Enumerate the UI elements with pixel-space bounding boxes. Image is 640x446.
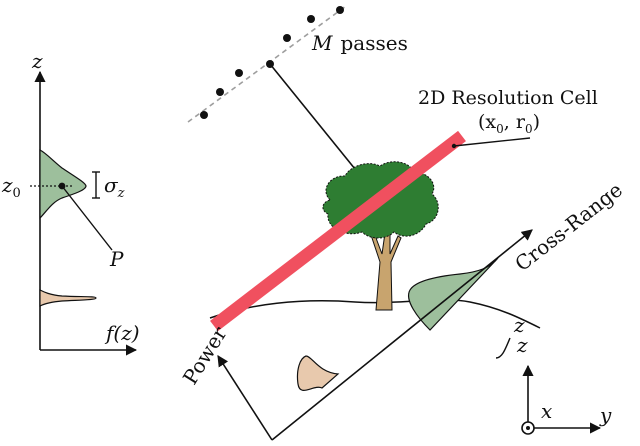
frame-z-label: z bbox=[516, 333, 528, 357]
pass-dot bbox=[283, 34, 291, 42]
frame-y-label: y bbox=[599, 403, 612, 427]
z-axis-label: z bbox=[31, 49, 43, 73]
pass-dot bbox=[200, 111, 208, 119]
pass-dot bbox=[235, 69, 243, 77]
cross-range-label: Cross-Range bbox=[510, 178, 627, 276]
pass-dot bbox=[307, 15, 315, 23]
cell-coords: (x0, r0) bbox=[478, 111, 540, 136]
fz-label: f(z) bbox=[104, 321, 140, 345]
power-axis bbox=[217, 355, 273, 441]
pass-dot bbox=[336, 6, 344, 14]
coordinate-frame: z x y bbox=[516, 333, 612, 435]
sigma-bracket bbox=[92, 171, 100, 199]
frame-x-label: x bbox=[541, 399, 552, 423]
tree-trunk bbox=[369, 225, 402, 311]
sigma-label: σz bbox=[104, 173, 125, 201]
scene-group bbox=[209, 161, 541, 329]
resolution-cell-bar bbox=[210, 130, 466, 332]
z0-label: z0 bbox=[1, 173, 21, 201]
z-axis-slant bbox=[495, 337, 511, 359]
power-label: Power bbox=[178, 322, 232, 389]
P-label: P bbox=[109, 247, 124, 271]
cell-title: 2D Resolution Cell bbox=[418, 87, 598, 109]
terrain-line bbox=[209, 299, 541, 329]
cell-leader-dot bbox=[451, 143, 457, 149]
z-right-label: z bbox=[513, 313, 525, 337]
pass-dot bbox=[216, 88, 224, 96]
flight-track bbox=[187, 5, 347, 123]
vertical-profile-panel: z z0 σz P f(z) bbox=[1, 49, 140, 356]
tan-profile bbox=[296, 355, 340, 391]
cross-range-axis bbox=[271, 229, 533, 441]
cell-leader bbox=[453, 137, 531, 147]
frame-origin-dot bbox=[526, 426, 530, 430]
P-leader bbox=[61, 185, 113, 251]
ground-peak bbox=[39, 289, 97, 307]
